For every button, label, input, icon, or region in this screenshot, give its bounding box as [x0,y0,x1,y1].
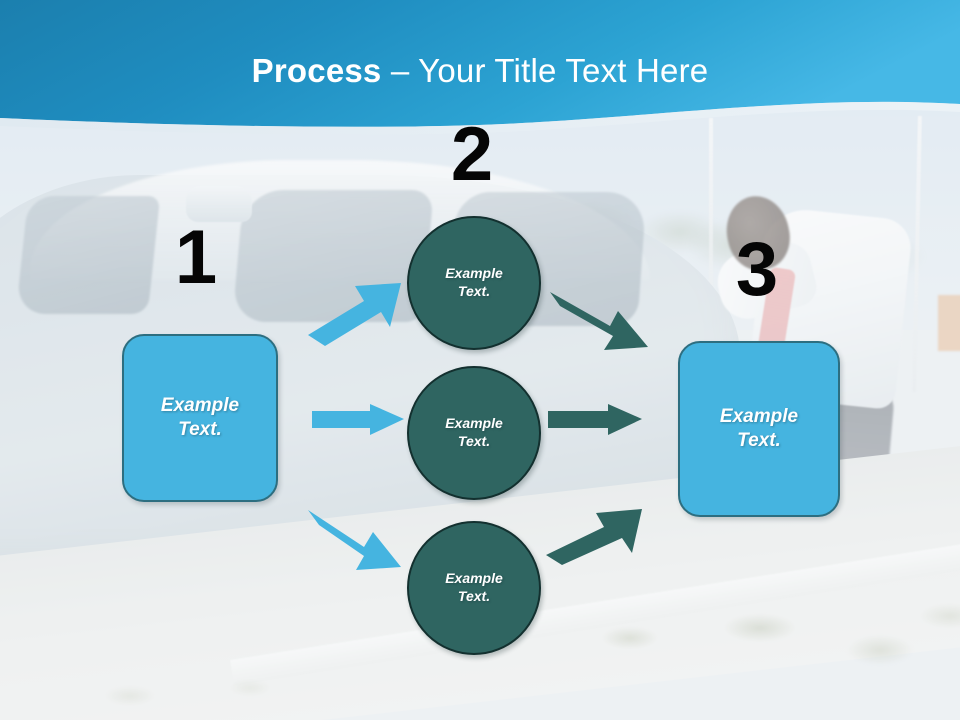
arrow-circle-bottom-to-right [546,509,642,565]
photo-car-mirror [186,186,252,222]
page-title-rest: – Your Title Text Here [381,52,709,89]
photo-grass [20,662,350,720]
step-number-1: 1 [174,215,218,300]
arrow-circle-top-to-right [550,292,648,350]
page-title-bold: Process [251,52,382,89]
arrow-circle-middle-to-right [548,404,642,435]
photo-grass [560,598,960,720]
node-circle-middle[interactable]: Example Text. [407,366,541,500]
node-left-box[interactable]: Example Text. [122,334,278,502]
page-title: Process – Your Title Text Here [0,50,960,92]
arrow-left-to-circle-bottom [308,510,401,570]
photo-car-window [15,196,161,314]
node-circle-bottom-label: Example Text. [445,570,503,604]
header-banner: Process – Your Title Text Here [0,0,960,140]
node-right-box-label: Example Text. [719,405,799,451]
step-number-3: 3 [735,227,779,312]
node-left-box-label: Example Text. [160,394,240,440]
node-circle-top[interactable]: Example Text. [407,216,541,350]
photo-roadside-sign [938,295,960,351]
node-circle-top-label: Example Text. [445,265,503,299]
node-right-box[interactable]: Example Text. [678,341,840,517]
step-number-2: 2 [450,112,494,197]
node-circle-middle-label: Example Text. [445,415,503,449]
photo-light-pole [709,118,713,350]
arrow-left-to-circle-top [308,283,401,346]
node-circle-bottom[interactable]: Example Text. [407,521,541,655]
arrow-left-to-circle-middle [312,404,404,435]
